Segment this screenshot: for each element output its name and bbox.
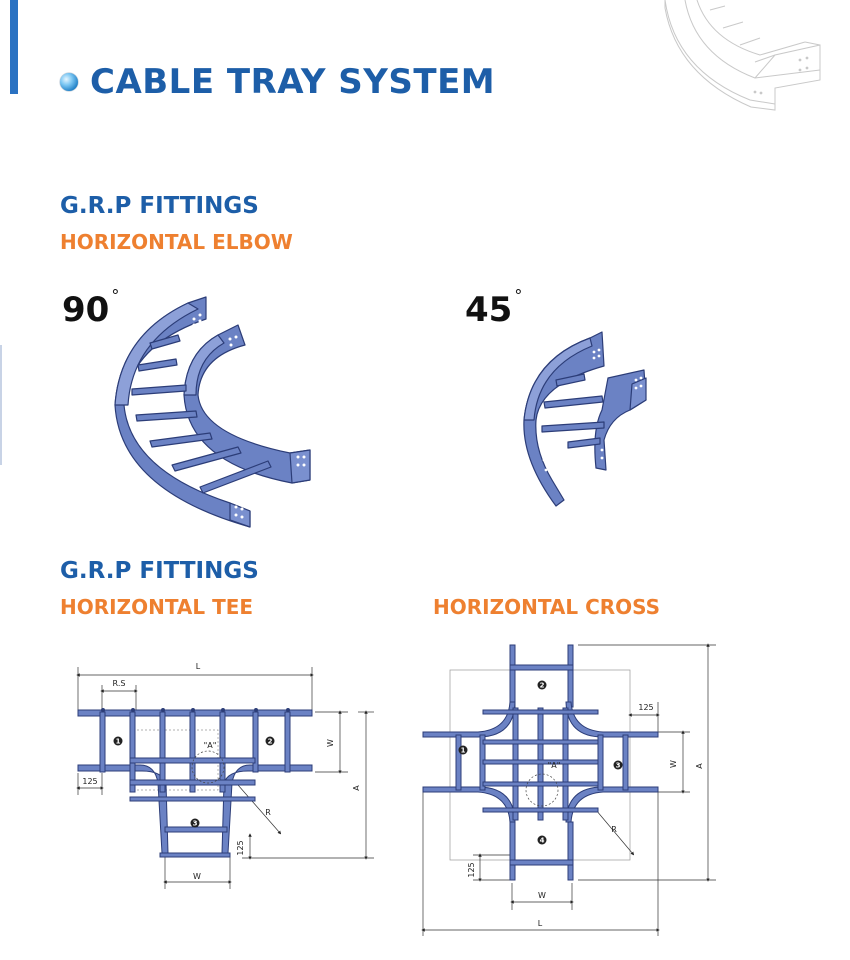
cross-marker-4: 4 [540,837,545,845]
subtitle-horizontal-cross: HORIZONTAL CROSS [433,595,661,619]
cross-view-label: "A" [548,761,561,770]
cross-marker-3: 3 [616,762,621,770]
tee-view-label: "A" [204,741,217,750]
tee-dim-W-bottom: W [193,872,201,881]
cross-dim-A: A [695,763,704,769]
horizontal-tee-diagram: 1 2 3 L R.S W A R 125 125 W "A" [76,662,374,889]
elbow-45-illustration [523,331,647,507]
section-title-elbow: G.R.P FITTINGS [60,193,259,219]
cross-marker-2: 2 [540,682,545,690]
angle-label-45: 45° [465,286,522,330]
cross-dim-W-bottom: W [538,891,546,900]
cross-dim-125-bottom: 125 [467,862,476,877]
tee-dim-W-right: W [326,739,335,747]
page-title: CABLE TRAY SYSTEM [90,62,496,102]
cross-dim-125-top: 125 [638,703,653,712]
tee-dim-L: L [196,662,201,671]
tee-marker-1: 1 [116,738,121,746]
edge-line [0,345,2,465]
header-tray-sketch [664,0,821,111]
angle-value: 90 [62,290,110,330]
elbow-90-illustration [114,296,311,528]
horizontal-cross-diagram: 1 2 3 4 125 W A R 125 W L "A" [421,643,716,936]
cross-marker-1: 1 [461,747,466,755]
bullet-icon [60,73,78,91]
angle-value: 45 [465,290,513,330]
cross-dim-R: R [611,825,617,834]
tee-dim-125-bottom: 125 [236,840,245,855]
tee-dim-125-left: 125 [82,777,97,786]
tee-dim-RS: R.S [113,679,126,688]
tee-dim-R: R [265,808,271,817]
cross-dim-W-right: W [669,760,678,768]
tee-marker-2: 2 [268,738,273,746]
subtitle-horizontal-tee: HORIZONTAL TEE [60,595,254,619]
tee-dim-A: A [352,785,361,791]
angle-label-90: 90° [62,286,119,330]
degree-symbol: ° [514,286,523,305]
section-title-fittings: G.R.P FITTINGS [60,558,259,584]
subtitle-horizontal-elbow: HORIZONTAL ELBOW [60,230,293,254]
cross-dim-L: L [538,919,543,928]
degree-symbol: ° [111,286,120,305]
accent-bar [10,0,18,94]
tee-marker-3: 3 [193,820,198,828]
